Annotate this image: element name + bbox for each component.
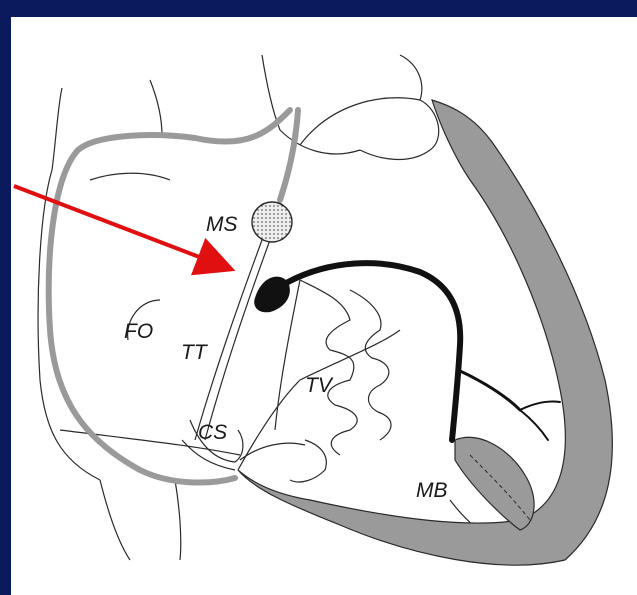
coronary-sinus-2 bbox=[182, 440, 235, 470]
heart-diagram: MS FO TT TV CS MB bbox=[11, 17, 637, 595]
label-tt: TT bbox=[181, 341, 209, 364]
branch-1b bbox=[520, 410, 548, 440]
tendon-line-2 bbox=[205, 240, 270, 440]
vessel-top bbox=[400, 55, 422, 100]
septum-lines bbox=[195, 240, 270, 440]
label-ms: MS bbox=[206, 213, 238, 236]
membranous-septum bbox=[252, 202, 292, 242]
tendon-line-1 bbox=[195, 240, 262, 440]
svc-right-wall bbox=[150, 80, 162, 136]
label-mb: MB bbox=[416, 479, 448, 502]
atrial-wall bbox=[49, 110, 290, 483]
tv-chordae bbox=[290, 440, 326, 482]
aorta-outline bbox=[262, 55, 360, 154]
ivc-right bbox=[175, 480, 181, 560]
conduction-system bbox=[254, 263, 560, 440]
label-fo: FO bbox=[124, 320, 153, 343]
av-node bbox=[254, 277, 290, 313]
label-tv: TV bbox=[305, 374, 334, 397]
septal-wall bbox=[280, 110, 298, 200]
branch-1a bbox=[520, 402, 560, 410]
svc-left-wall bbox=[52, 88, 62, 170]
red-arrow bbox=[14, 186, 228, 268]
appendage-line bbox=[90, 173, 170, 180]
label-cs: CS bbox=[198, 421, 227, 444]
pulmonary-outline bbox=[300, 98, 439, 160]
tv-lower bbox=[240, 443, 305, 460]
his-bundle-branch bbox=[288, 263, 460, 440]
tv-annulus bbox=[238, 330, 400, 470]
diagram-panel: MS FO TT TV CS MB bbox=[11, 17, 637, 595]
branch-1 bbox=[458, 370, 520, 410]
moderator-band bbox=[455, 437, 534, 530]
tv-leaflet-a bbox=[300, 280, 357, 455]
ivc-left bbox=[100, 480, 130, 560]
